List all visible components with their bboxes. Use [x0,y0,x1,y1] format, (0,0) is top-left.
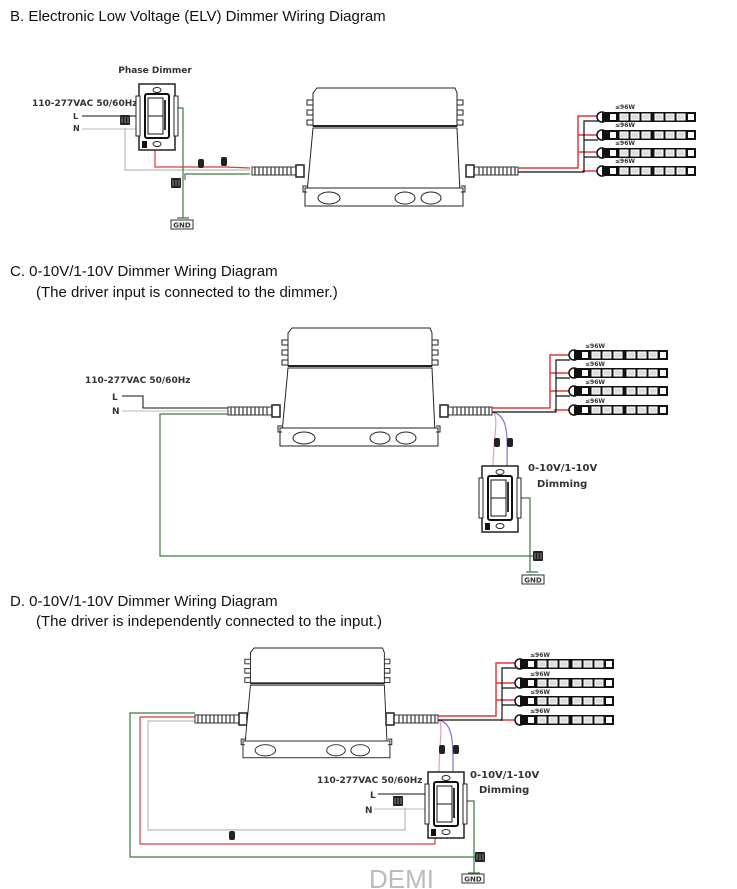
led-strips: ≤96W ≤96W ≤96W ≤96W [514,652,615,726]
led-strip [568,349,669,361]
section-c-diagram: 110-277VAC 50/60Hz L N GND 0-10V/1-10V D… [85,327,669,585]
dim-plus-wire [491,411,508,467]
output-negative-wires [438,667,516,721]
wire-cap [507,438,513,447]
output-positive-wires [518,115,598,172]
phase-dimmer-label: Phase Dimmer [118,66,192,76]
gnd-box [521,574,545,585]
output-cable [385,712,439,726]
demi-watermark: DEMI [369,864,434,889]
strip-power-label: ≤96W [585,343,605,350]
live-label: L [370,791,376,801]
led-strip [568,385,669,397]
neutral-label: N [73,124,80,133]
section-d-title: D. 0-10V/1-10V Dimmer Wiring Diagram [10,593,278,610]
led-driver [277,327,441,447]
ac-input-label: 110-277VAC 50/60Hz [32,99,137,109]
wire-cap [453,745,459,754]
0-10v-dimmer [478,465,522,533]
led-strip [568,404,669,416]
output-cable [465,164,519,178]
wire-nut [119,114,131,126]
section-b-diagram: Phase Dimmer 110-277VAC 50/60Hz L N GND … [32,66,697,230]
ac-input-label: 110-277VAC 50/60Hz [85,376,190,386]
wire-cap [439,745,445,754]
live-wire [122,395,228,409]
0-10v-dimmer [424,771,468,839]
led-driver [302,87,466,207]
section-d-subtitle: (The driver is independently connected t… [36,613,383,630]
led-strip [514,695,615,707]
gnd-label: GND [173,222,191,230]
led-strip [596,111,697,123]
section-d-diagram: 110-277VAC 50/60Hz L N GND 0-10V/1-10V D… [129,647,615,889]
output-positive-wires [492,354,570,411]
neutral-to-driver-wire [124,128,250,171]
gnd-label: GND [464,876,482,884]
led-strips: ≤96W ≤96W ≤96W ≤96W [568,343,669,416]
wire-nut [170,177,182,189]
wire-nut [532,550,544,562]
led-strip [514,658,615,670]
dimming-label-line1: 0-10V/1-10V [528,463,597,474]
strip-power-label: ≤96W [585,379,605,386]
strip-power-label: ≤96W [585,361,605,368]
wire-cap [229,831,235,840]
led-strip [514,714,615,726]
input-cable [227,404,281,418]
wire-cap [198,159,204,168]
gnd-box [170,219,194,230]
output-negative-wires [492,359,570,413]
strip-power-label: ≤96W [530,652,550,659]
ground-to-driver-wire [184,173,250,180]
section-b-title: B. Electronic Low Voltage (ELV) Dimmer W… [10,8,386,25]
led-driver [240,647,393,759]
gnd-label: GND [524,577,542,585]
led-strip [568,367,669,379]
wire-cap [494,438,500,447]
output-negative-wires [518,120,598,173]
section-c-subtitle: (The driver input is connected to the di… [36,284,338,301]
neutral-label: N [365,806,373,816]
ac-input-label: 110-277VAC 50/60Hz [317,776,422,786]
strip-power-label: ≤96W [585,398,605,405]
led-strip [514,677,615,689]
strip-power-label: ≤96W [615,104,635,111]
strip-power-label: ≤96W [530,671,550,678]
led-strip [596,147,697,159]
dimming-label-line2: Dimming [537,479,587,490]
dim-plus-wire [437,719,454,773]
wire-cap [221,157,227,166]
strip-power-label: ≤96W [615,158,635,165]
output-positive-wires [438,662,516,721]
output-cable [439,404,493,418]
dimmed-live-wire [154,150,251,169]
gnd-box [461,873,485,884]
neutral-label: N [112,407,120,417]
input-cable [194,712,248,726]
input-cable [251,164,305,178]
dimming-label-line2: Dimming [479,785,529,796]
wire-nut [474,851,486,863]
strip-power-label: ≤96W [530,689,550,696]
led-strips: ≤96W ≤96W ≤96W ≤96W [596,104,697,177]
neutral-wire [147,720,406,831]
strip-power-label: ≤96W [615,140,635,147]
phase-dimmer [135,83,179,151]
led-strip [596,129,697,141]
ground-wire [159,413,535,572]
dimming-label-line1: 0-10V/1-10V [470,770,539,781]
strip-power-label: ≤96W [615,122,635,129]
wire-nut [392,795,404,807]
section-c-title: C. 0-10V/1-10V Dimmer Wiring Diagram [10,263,278,280]
live-label: L [112,393,118,403]
led-strip [596,165,697,177]
live-label: L [73,112,78,121]
strip-power-label: ≤96W [530,708,550,715]
